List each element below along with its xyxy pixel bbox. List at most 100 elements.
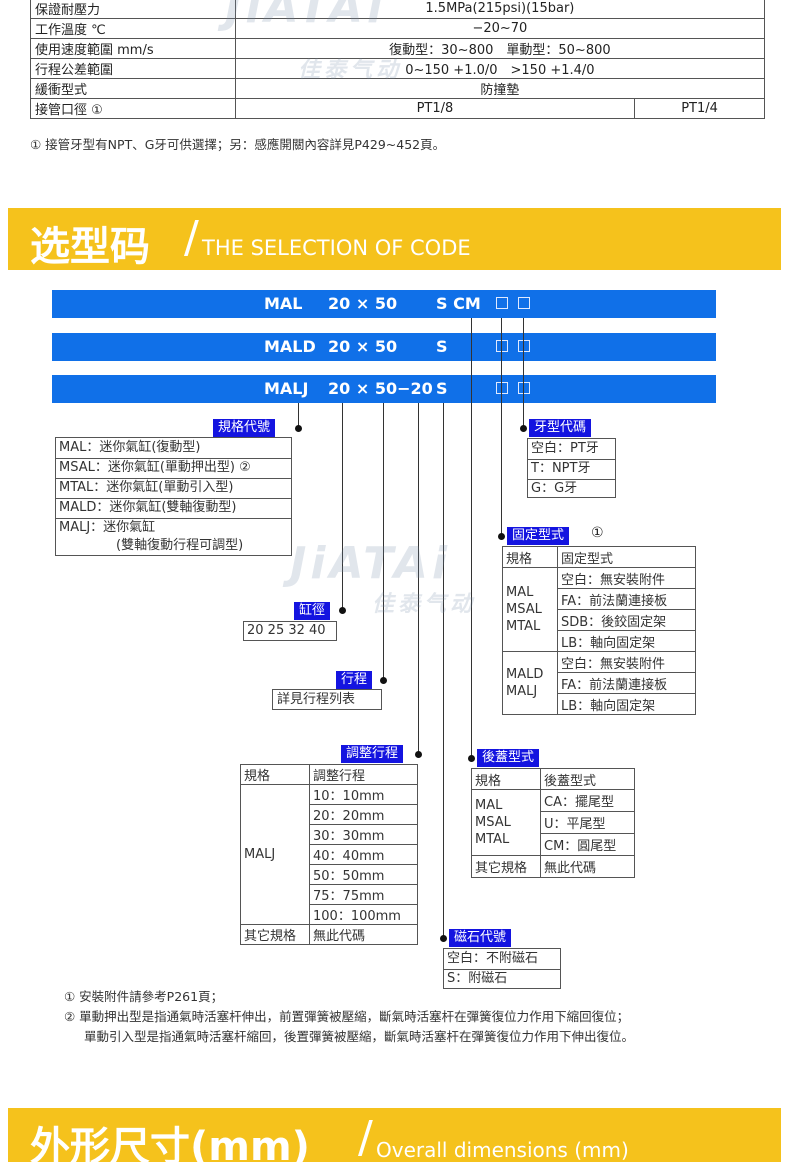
list-item: MAL：迷你氣缸(復動型) xyxy=(56,438,291,459)
list-item: T：NPT牙 xyxy=(528,459,615,480)
table-row: MAL MSAL MTAL CA：擺尾型 xyxy=(471,789,635,856)
watermark-logo-cn: 佳泰气动 xyxy=(372,592,477,617)
table-cell: 30：30mm xyxy=(309,824,418,845)
model-cell: MAL MSAL MTAL xyxy=(502,567,558,652)
code-placeholder-box xyxy=(518,340,530,352)
section-title-en: THE SELECTION OF CODE xyxy=(202,236,471,260)
code-suffix: S xyxy=(436,337,448,356)
spec-value: PT1/8 xyxy=(234,98,636,119)
section-title-en: Overall dimensions (mm) xyxy=(376,1138,629,1162)
code-placeholder-box xyxy=(518,297,530,309)
table-row: 保證耐壓力 1.5MPa(215psi)(15bar) xyxy=(30,0,766,19)
table-cell: 50：50mm xyxy=(309,864,418,885)
table-row: 接管口徑 ① PT1/8 PT1/4 xyxy=(30,98,765,119)
list-item: G：G牙 xyxy=(531,481,578,496)
list-item: 空白：不附磁石 xyxy=(444,949,560,970)
model-cell: MALD MALJ xyxy=(502,651,558,715)
connector-line xyxy=(383,403,384,681)
table-row: 規格 固定型式 xyxy=(502,546,696,568)
bore-value: 20 25 32 40 xyxy=(247,623,326,638)
table-row: 行程公差範圍 0~150 +1.0/0 >150 +1.4/0 xyxy=(30,58,766,79)
list-item: 空白：PT牙 xyxy=(528,439,615,460)
code-bar-mald: MALD 20 × 50 S xyxy=(52,333,716,361)
code-placeholder-box xyxy=(496,297,508,309)
table-row: 規格 後蓋型式 xyxy=(471,768,635,790)
table-row: 工作溫度 ℃ −20~70 xyxy=(30,18,766,39)
table-cell: 75：75mm xyxy=(309,884,418,905)
table-row: MAL MSAL MTAL 空白：無安裝附件 xyxy=(502,567,696,652)
magnet-tag: 磁石代號 xyxy=(449,929,512,947)
table-row: 其它規格 無此代碼 xyxy=(240,924,418,945)
table-cell: FA：前法蘭連接板 xyxy=(557,588,696,610)
table-cell: 空白：無安裝附件 xyxy=(557,651,696,673)
table-cell: 其它規格 xyxy=(471,855,541,878)
bore-box: 20 25 32 40 xyxy=(243,621,337,641)
spec-value: 1.5MPa(215psi)(15bar) xyxy=(234,0,766,19)
spec-label: 工作溫度 ℃ xyxy=(30,18,236,39)
thread-box: 空白：PT牙 T：NPT牙 G：G牙 xyxy=(527,438,616,498)
connector-line xyxy=(342,403,343,610)
spec-label: 行程公差範圍 xyxy=(30,58,236,79)
code-size: 20 × 50 xyxy=(328,294,398,313)
table-header: 規格 xyxy=(240,764,310,785)
list-item: (雙軸復動行程可調型) xyxy=(116,538,244,553)
stroke-tag: 行程 xyxy=(336,671,373,689)
table-row: 其它規格 無此代碼 xyxy=(471,855,635,878)
code-suffix: S xyxy=(436,379,448,398)
code-model: MALJ xyxy=(264,379,309,398)
mount-note: ① xyxy=(591,525,604,541)
table-cell: LB：軸向固定架 xyxy=(557,693,696,715)
code-placeholder-box xyxy=(496,382,508,394)
table-row: 緩衝型式 防撞墊 xyxy=(30,78,766,99)
table-row: LB：軸向固定架 xyxy=(503,693,696,715)
table-header: 規格 xyxy=(471,768,541,790)
section-title-slash: / xyxy=(358,1112,373,1162)
table-cell: 10：10mm xyxy=(309,784,418,805)
spec-value: 防撞墊 xyxy=(234,78,766,99)
table-row: MALJ 10：10mm xyxy=(240,784,418,925)
spec-table: 保證耐壓力 1.5MPa(215psi)(15bar) 工作溫度 ℃ −20~7… xyxy=(30,0,766,119)
code-size: 20 × 50−20 xyxy=(328,379,433,398)
spec-label: 使用速度範圍 mm/s xyxy=(30,38,236,59)
table-header: 固定型式 xyxy=(557,546,696,568)
section-banner-dimensions: 外形尺寸(mm) / Overall dimensions (mm) xyxy=(8,1108,781,1162)
table-row: U：平尾型 xyxy=(472,811,635,834)
connector-line xyxy=(418,403,419,753)
connector-dot xyxy=(498,533,505,540)
table-row: 75：75mm xyxy=(241,884,418,905)
table-cell: CA：擺尾型 xyxy=(540,789,635,812)
spec-label: 保證耐壓力 xyxy=(30,0,236,19)
spec-value: 復動型：30~800 單動型：50~800 xyxy=(234,38,766,59)
connector-line xyxy=(298,403,299,428)
connector-line xyxy=(523,318,524,428)
section-banner-selection: 选型码 / THE SELECTION OF CODE xyxy=(8,208,781,270)
list-item: MALD：迷你氣缸(雙軸復動型) xyxy=(56,498,291,519)
connector-line xyxy=(501,318,502,536)
connector-line xyxy=(443,403,444,938)
footnote-2-cont: 單動引入型是指通氣時活塞杆縮回，後置彈簧被壓縮，斷氣時活塞杆在彈簧復位力作用下伸… xyxy=(84,1029,635,1044)
connector-dot xyxy=(440,935,447,942)
magnet-box: 空白：不附磁石 S：附磁石 xyxy=(443,948,561,989)
spec-label: 接管口徑 ① xyxy=(30,98,236,119)
mount-table: 規格 固定型式 MAL MSAL MTAL 空白：無安裝附件 FA：前法蘭連接板… xyxy=(502,546,696,715)
table-row: 20：20mm xyxy=(241,804,418,825)
spec-code-tag: 規格代號 xyxy=(213,419,276,437)
list-item: S：附磁石 xyxy=(447,971,508,986)
model-cell: MALJ xyxy=(240,784,310,925)
table-row: MALD MALJ 空白：無安裝附件 xyxy=(502,651,696,715)
table-cell: 100：100mm xyxy=(309,904,418,925)
code-placeholder-box xyxy=(518,382,530,394)
list-item: MTAL：迷你氣缸(單動引入型) xyxy=(56,478,291,499)
table-header: 後蓋型式 xyxy=(540,768,635,790)
table-row: 規格 調整行程 xyxy=(240,764,418,785)
code-bar-malj: MALJ 20 × 50−20 S xyxy=(52,375,716,403)
table-cell: 無此代碼 xyxy=(540,855,635,878)
table-row: 使用速度範圍 mm/s 復動型：30~800 單動型：50~800 xyxy=(30,38,766,59)
table-cell: 20：20mm xyxy=(309,804,418,825)
table-cell: LB：軸向固定架 xyxy=(557,630,696,652)
code-bar-mal: MAL 20 × 50 S CM xyxy=(52,290,716,318)
table-cell: FA：前法蘭連接板 xyxy=(557,672,696,694)
table-cell: 空白：無安裝附件 xyxy=(557,567,696,589)
connector-dot xyxy=(415,751,422,758)
spec-code-box: MAL：迷你氣缸(復動型) MSAL：迷你氣缸(單動押出型) ② MTAL：迷你… xyxy=(55,437,292,556)
